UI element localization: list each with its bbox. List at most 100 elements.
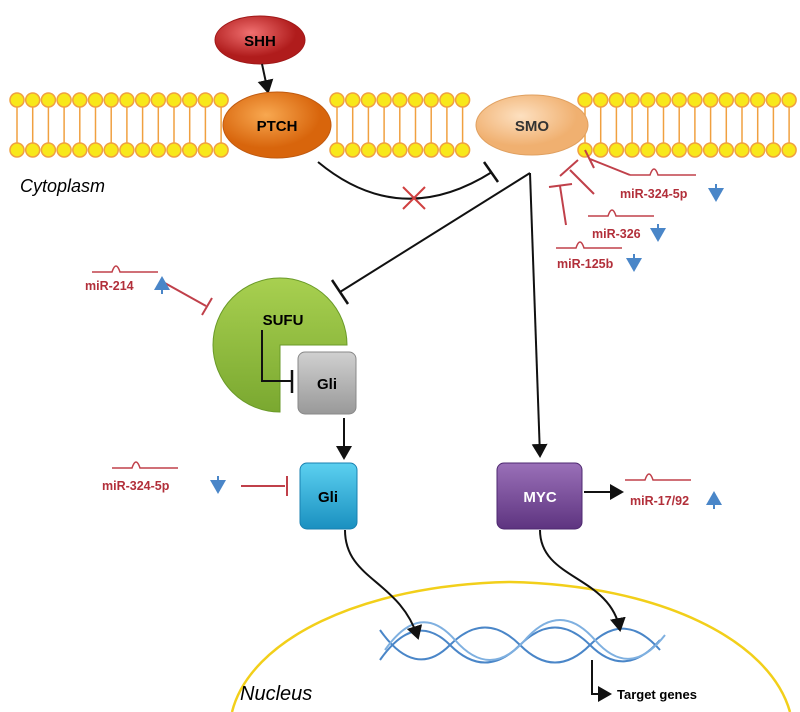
lipid-head: [734, 142, 750, 158]
mirna-label: miR-324-5p: [620, 187, 688, 201]
lipid-head: [423, 142, 439, 158]
lipid-head: [134, 92, 151, 108]
lipid-head: [119, 92, 135, 108]
lipid-head: [718, 142, 735, 158]
sufu-gli-inhibition: [261, 330, 291, 382]
inhibition-bar: [482, 161, 500, 183]
mirna-label: miR-17/92: [630, 494, 689, 508]
lipid-head: [577, 92, 593, 108]
lipid-head: [344, 142, 361, 158]
gli-active-label: Gli: [318, 489, 338, 506]
block-x-icon: [402, 186, 426, 210]
mirna-label: miR-214: [85, 279, 134, 293]
nucleus-envelope: [230, 580, 792, 712]
lipid-head: [687, 92, 703, 108]
lipid-head: [56, 142, 72, 158]
shh-ptch-arrow: [257, 63, 274, 94]
mir-inhibition-line: [559, 185, 567, 226]
gli-dna-arrow: [344, 529, 423, 640]
lipid-head: [624, 142, 640, 158]
target-genes-arrow: [591, 660, 612, 702]
lipid-head: [376, 92, 392, 108]
sufu-label: SUFU: [263, 312, 304, 329]
lipid-head: [24, 92, 41, 108]
lipid-head: [687, 142, 703, 158]
lipid-head: [640, 92, 656, 108]
lipid-head: [166, 92, 182, 108]
lipid-head: [781, 92, 797, 108]
lipid-head: [454, 142, 471, 158]
lipid-head: [407, 92, 424, 108]
lipid-head: [376, 142, 392, 158]
lipid-head: [592, 142, 609, 158]
mirna-label: miR-324-5p: [102, 479, 170, 493]
lipid-head: [655, 142, 672, 158]
lipid-head: [702, 142, 719, 158]
target-genes-label: Target genes: [617, 687, 697, 702]
sufu-node: [212, 277, 348, 413]
lipid-head: [749, 92, 766, 108]
lipid-head: [197, 92, 214, 108]
lipid-head: [765, 142, 782, 158]
lipid-head: [197, 142, 214, 158]
smo-label: SMO: [515, 118, 550, 135]
lipid-head: [344, 92, 361, 108]
lipid-head: [439, 92, 455, 108]
lipid-head: [72, 92, 88, 108]
lipid-head: [24, 142, 41, 158]
inhibition-bar: [330, 279, 350, 305]
gli-inactive-label: Gli: [317, 376, 337, 393]
lipid-head: [134, 142, 151, 158]
lipid-head: [671, 142, 687, 158]
mir-inhibition-line: [569, 169, 595, 195]
cell-membrane: [9, 92, 797, 158]
smo-myc-arrow: [529, 172, 548, 458]
lipid-head: [608, 142, 625, 158]
mirna-label: miR-326: [592, 227, 641, 241]
mirna-hairpin-icon: [92, 265, 158, 273]
cytoplasm-label: Cytoplasm: [20, 176, 105, 196]
lipid-head: [392, 92, 408, 108]
lipid-head: [360, 92, 377, 108]
lipid-head: [213, 92, 229, 108]
gli-inactive-node: [297, 351, 357, 415]
shh-node: [214, 15, 306, 65]
lipid-head: [181, 92, 198, 108]
lipid-head: [72, 142, 88, 158]
lipid-head: [407, 142, 424, 158]
lipid-head: [592, 92, 609, 108]
shh-label: SHH: [244, 33, 276, 50]
lipid-head: [718, 92, 735, 108]
lipid-head: [671, 92, 687, 108]
ptch-label: PTCH: [257, 118, 298, 135]
myc-node: [496, 462, 583, 530]
lipid-head: [392, 142, 408, 158]
lipid-head: [9, 92, 25, 108]
lipid-head: [9, 142, 25, 158]
smo-node: [475, 94, 589, 156]
ptch-node: [222, 91, 332, 159]
dna-helix: [379, 619, 666, 664]
lipid-head: [749, 142, 766, 158]
lipid-head: [734, 92, 750, 108]
mirna-hairpin-icon: [112, 461, 178, 469]
lipid-head: [40, 142, 57, 158]
lipid-head: [119, 142, 135, 158]
nucleus-label: Nucleus: [240, 683, 312, 705]
lipid-head: [103, 142, 119, 158]
lipid-head: [765, 92, 782, 108]
lipid-head: [702, 92, 719, 108]
myc-dna-arrow: [539, 529, 626, 632]
mirna-hairpin-icon: [625, 473, 691, 481]
lipid-head: [608, 92, 625, 108]
lipid-head: [329, 92, 345, 108]
lipid-head: [781, 142, 797, 158]
lipid-head: [624, 92, 640, 108]
lipid-head: [150, 92, 167, 108]
ptch-smo-inhibition: [317, 161, 493, 200]
lipid-head: [439, 142, 455, 158]
mirna-hairpin-icon: [630, 168, 696, 176]
mir-inhibition-line: [162, 281, 207, 307]
lipid-head: [423, 92, 439, 108]
